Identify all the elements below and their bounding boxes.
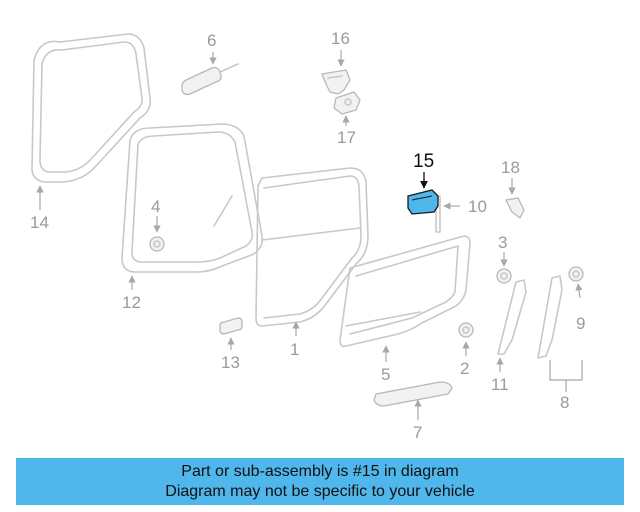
part-18-clip [505, 197, 525, 219]
part-1-door-shell [255, 167, 369, 327]
callout-12: 12 [122, 293, 141, 312]
callout-2: 2 [460, 359, 469, 378]
part-5-door-trim [339, 235, 471, 348]
part-10-strip [435, 195, 441, 233]
part-17-bracket [333, 91, 361, 115]
part-2-clip [458, 322, 474, 338]
part-13-plug [219, 317, 243, 335]
part-6-screw [181, 63, 239, 96]
part-3-clip [496, 268, 512, 284]
part-8-garnish [537, 275, 563, 359]
callout-8: 8 [560, 393, 569, 412]
callout-7: 7 [413, 423, 422, 442]
part-9-clip [568, 266, 584, 282]
callout-16: 16 [331, 29, 350, 48]
callout-17: 17 [337, 128, 356, 147]
callout-13: 13 [221, 353, 240, 372]
part-7-lower-garnish [373, 381, 453, 407]
part-11-weatherstrip [497, 279, 527, 355]
callout-1: 1 [290, 340, 299, 359]
callout-6: 6 [207, 31, 216, 50]
callout-15: 15 [413, 151, 434, 172]
part-14-weatherstrip [31, 33, 152, 183]
part-4-grommet [149, 236, 165, 252]
part-15-highlighted [407, 189, 439, 215]
callout-14: 14 [30, 213, 49, 232]
callout-3: 3 [498, 233, 507, 252]
info-banner: Part or sub-assembly is #15 in diagram D… [16, 458, 624, 505]
callout-5: 5 [381, 365, 390, 384]
callout-10: 10 [468, 197, 487, 216]
callout-11: 11 [491, 375, 509, 394]
banner-line-2: Diagram may not be specific to your vehi… [165, 482, 475, 500]
parts-diagram: 14 6 16 17 12 4 1 13 [30, 29, 585, 442]
banner-line-1: Part or sub-assembly is #15 in diagram [181, 462, 459, 480]
part-15-shape [407, 189, 439, 215]
part-16-bracket [321, 69, 351, 95]
callout-4: 4 [151, 197, 160, 216]
callout-9: 9 [576, 314, 585, 333]
part-12-door-glass [121, 123, 264, 273]
callout-18: 18 [501, 158, 520, 177]
